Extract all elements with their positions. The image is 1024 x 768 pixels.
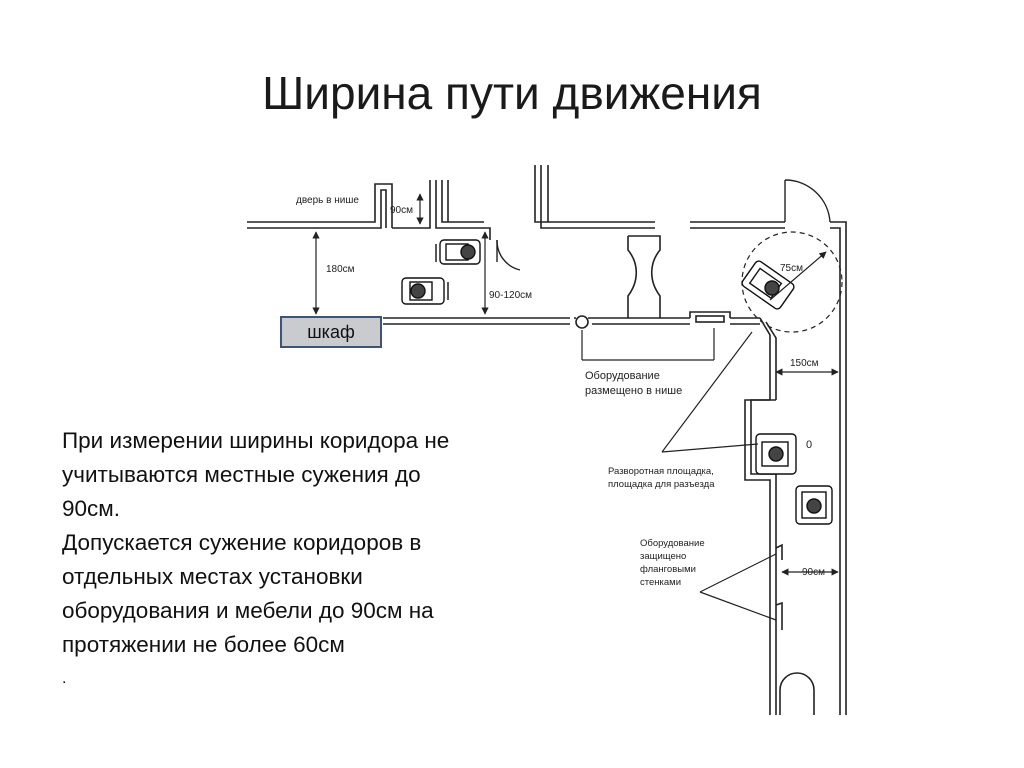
label-dim-180: 180см <box>326 264 355 275</box>
label-dim-90-top: 90см <box>390 205 413 216</box>
body-line: протяжении не более 60см <box>62 632 345 657</box>
label-equipment-protected-2: защищено <box>640 551 686 562</box>
label-equipment-niche-1: Оборудование <box>585 370 660 382</box>
door-opening <box>496 239 521 271</box>
bottom-wall <box>383 317 760 325</box>
label-dim-150: 150см <box>790 358 819 369</box>
wardrobe-label: шкаф <box>307 321 355 342</box>
label-equipment-protected-4: стенками <box>640 577 681 588</box>
label-dim-90-120: 90-120см <box>489 290 532 301</box>
label-dim-75: 75см <box>780 263 803 274</box>
label-door-niche: дверь в нише <box>296 195 359 206</box>
wheelchair-second <box>401 277 449 305</box>
wheelchair-top <box>435 239 481 265</box>
dimension-lines <box>312 193 839 621</box>
body-line: 90см. <box>62 496 120 521</box>
wheelchair-turning <box>741 260 795 310</box>
body-line: . <box>62 670 67 687</box>
label-equipment-niche-2: размещено в нише <box>585 385 682 397</box>
body-text: При измерении ширины коридора не учитыва… <box>62 424 562 696</box>
label-equipment-protected-3: фланговыми <box>640 564 696 575</box>
label-dim-partial: 0 <box>806 439 812 451</box>
body-line: оборудования и мебели до 90см на <box>62 598 434 623</box>
slide-title: Ширина пути движения <box>262 67 762 119</box>
wheelchair-right-2 <box>795 485 833 525</box>
wheelchair-right-1 <box>755 433 797 475</box>
equipment-niche-shape <box>574 235 731 329</box>
label-dim-90-right: 90см <box>802 567 825 578</box>
door-swing <box>784 179 831 223</box>
body-line: учитываются местные сужения до <box>62 462 421 487</box>
top-wall <box>247 165 847 715</box>
wardrobe-box: шкаф <box>280 316 382 348</box>
wheelchair-icon <box>401 239 833 525</box>
label-turning-area-1: Разворотная площадка, <box>608 466 714 477</box>
right-corridor-wall <box>744 317 815 715</box>
body-line: При измерении ширины коридора не <box>62 428 450 453</box>
label-equipment-protected-1: Оборудование <box>640 538 705 549</box>
label-turning-area-2: площадка для разъезда <box>608 479 715 490</box>
body-line: отдельных местах установки <box>62 564 363 589</box>
body-line: Допускается сужение коридоров в <box>62 530 422 555</box>
